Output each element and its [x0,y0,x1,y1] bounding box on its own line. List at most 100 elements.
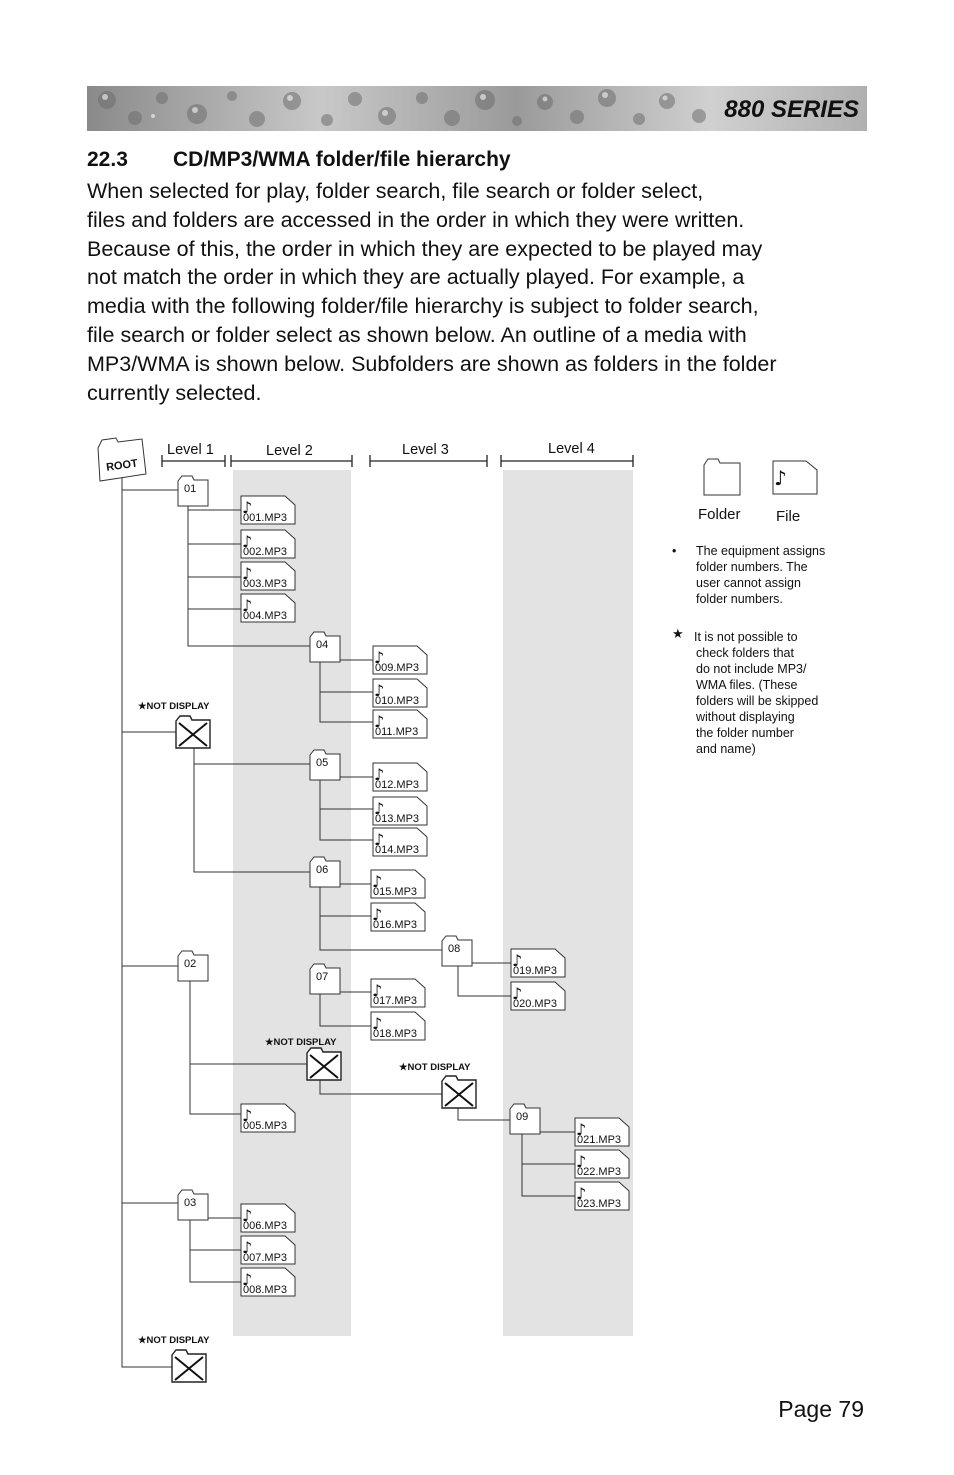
music-note-icon: ♪ [374,712,384,731]
connector-line [521,1132,575,1197]
folder-06: 06 [309,856,341,888]
file-icon [372,645,428,675]
level-label: Level 2 [266,443,313,459]
connector-line [121,478,172,1368]
file-name: 002.MP3 [243,546,287,558]
file-icon [240,1103,296,1133]
water-droplets-texture [98,89,706,127]
file-name: 009.MP3 [375,662,419,674]
folder-05: 05 [309,749,341,781]
music-note-icon: ♪ [374,830,384,849]
music-note-icon: ♪ [512,951,522,970]
file-name: 015.MP3 [373,886,417,898]
file-icon [574,1149,630,1179]
connector-line [189,1214,241,1283]
body-line: media with the following folder/file hie… [87,294,759,319]
file-icon [370,869,426,899]
file-name: 008.MP3 [243,1284,287,1296]
connector-line [189,975,241,1115]
file-icon [240,529,296,559]
file-005-mp3: ♪005.MP3 [240,1103,296,1133]
file-009-mp3: ♪009.MP3 [372,645,428,675]
file-icon [574,1117,630,1147]
file-name: 018.MP3 [373,1028,417,1040]
file-icon [510,981,566,1011]
connector-line [319,990,373,1027]
file-011-mp3: ♪011.MP3 [372,709,428,739]
section-body: When selected for play, folder search, f… [87,177,877,407]
connector-line [319,1080,442,1095]
cross-mark-icon [444,1082,474,1107]
folder-icon [309,631,341,663]
folder-02: 02 [177,950,209,982]
file-icon [240,1267,296,1297]
folder-number: 03 [184,1197,196,1209]
level-label: Level 3 [402,442,449,458]
file-icon [370,902,426,932]
folder-icon [309,856,341,888]
file-icon [240,561,296,591]
music-note-icon: ♪ [512,984,522,1003]
folder-icon [177,950,209,982]
hidden-folder-l1 [175,715,211,749]
file-016-mp3: ♪016.MP3 [370,902,426,932]
level-bracket [369,455,488,467]
folder-icon [703,458,741,496]
file-012-mp3: ♪012.MP3 [372,762,428,792]
connector-line [319,656,373,723]
music-note-icon: ♪ [372,905,382,924]
folder-number: 01 [184,483,196,495]
file-004-mp3: ♪004.MP3 [240,593,296,623]
folder-number: 05 [316,757,328,769]
file-name: 004.MP3 [243,610,287,622]
music-note-icon: ♪ [242,596,252,615]
file-name: 001.MP3 [243,512,287,524]
file-022-mp3: ♪022.MP3 [574,1149,630,1179]
folder-01: 01 [177,475,209,507]
body-line: MP3/WMA is shown below. Subfolders are s… [87,351,777,376]
folder-icon [309,749,341,781]
file-name: 011.MP3 [375,726,418,738]
file-name: 021.MP3 [577,1134,621,1146]
body-line: Because of this, the order in which they… [87,236,763,261]
music-note-icon: ♪ [374,799,384,818]
connector-line [319,882,442,951]
file-019-mp3: ♪019.MP3 [510,948,566,978]
file-icon [370,978,426,1008]
file-015-mp3: ♪015.MP3 [370,869,426,899]
file-icon [574,1181,630,1211]
level-bracket [230,455,353,467]
folder-number: 02 [184,958,196,970]
section-number: 22.3 [87,148,128,171]
music-note-icon: ♪ [242,1206,252,1225]
file-name: 005.MP3 [243,1120,287,1132]
file-name: 010.MP3 [375,695,419,707]
file-001-mp3: ♪001.MP3 [240,495,296,525]
cross-mark-icon [309,1054,339,1079]
folder-icon [309,963,341,995]
file-006-mp3: ♪006.MP3 [240,1203,296,1233]
note-not-display: It is not possible to check folders that… [694,630,819,756]
folder-number: 07 [316,971,328,983]
music-note-icon: ♪ [242,532,252,551]
connector-line [457,960,511,997]
folder-04: 04 [309,631,341,663]
music-note-icon: ♪ [374,765,384,784]
file-017-mp3: ♪017.MP3 [370,978,426,1008]
music-note-icon: ♪ [576,1120,586,1139]
folder-icon [177,475,209,507]
folder-icon [441,935,473,967]
file-name: 017.MP3 [373,995,417,1007]
file-020-mp3: ♪020.MP3 [510,981,566,1011]
hidden-folder-l2 [306,1047,342,1081]
file-008-mp3: ♪008.MP3 [240,1267,296,1297]
series-title: 880 SERIES [724,96,859,123]
root-label: ROOT [105,458,138,474]
series-banner: 880 SERIES [87,86,867,131]
level-bracket [500,455,634,467]
cross-mark-icon [178,722,208,747]
folder-icon [97,437,147,482]
file-icon [372,827,428,857]
